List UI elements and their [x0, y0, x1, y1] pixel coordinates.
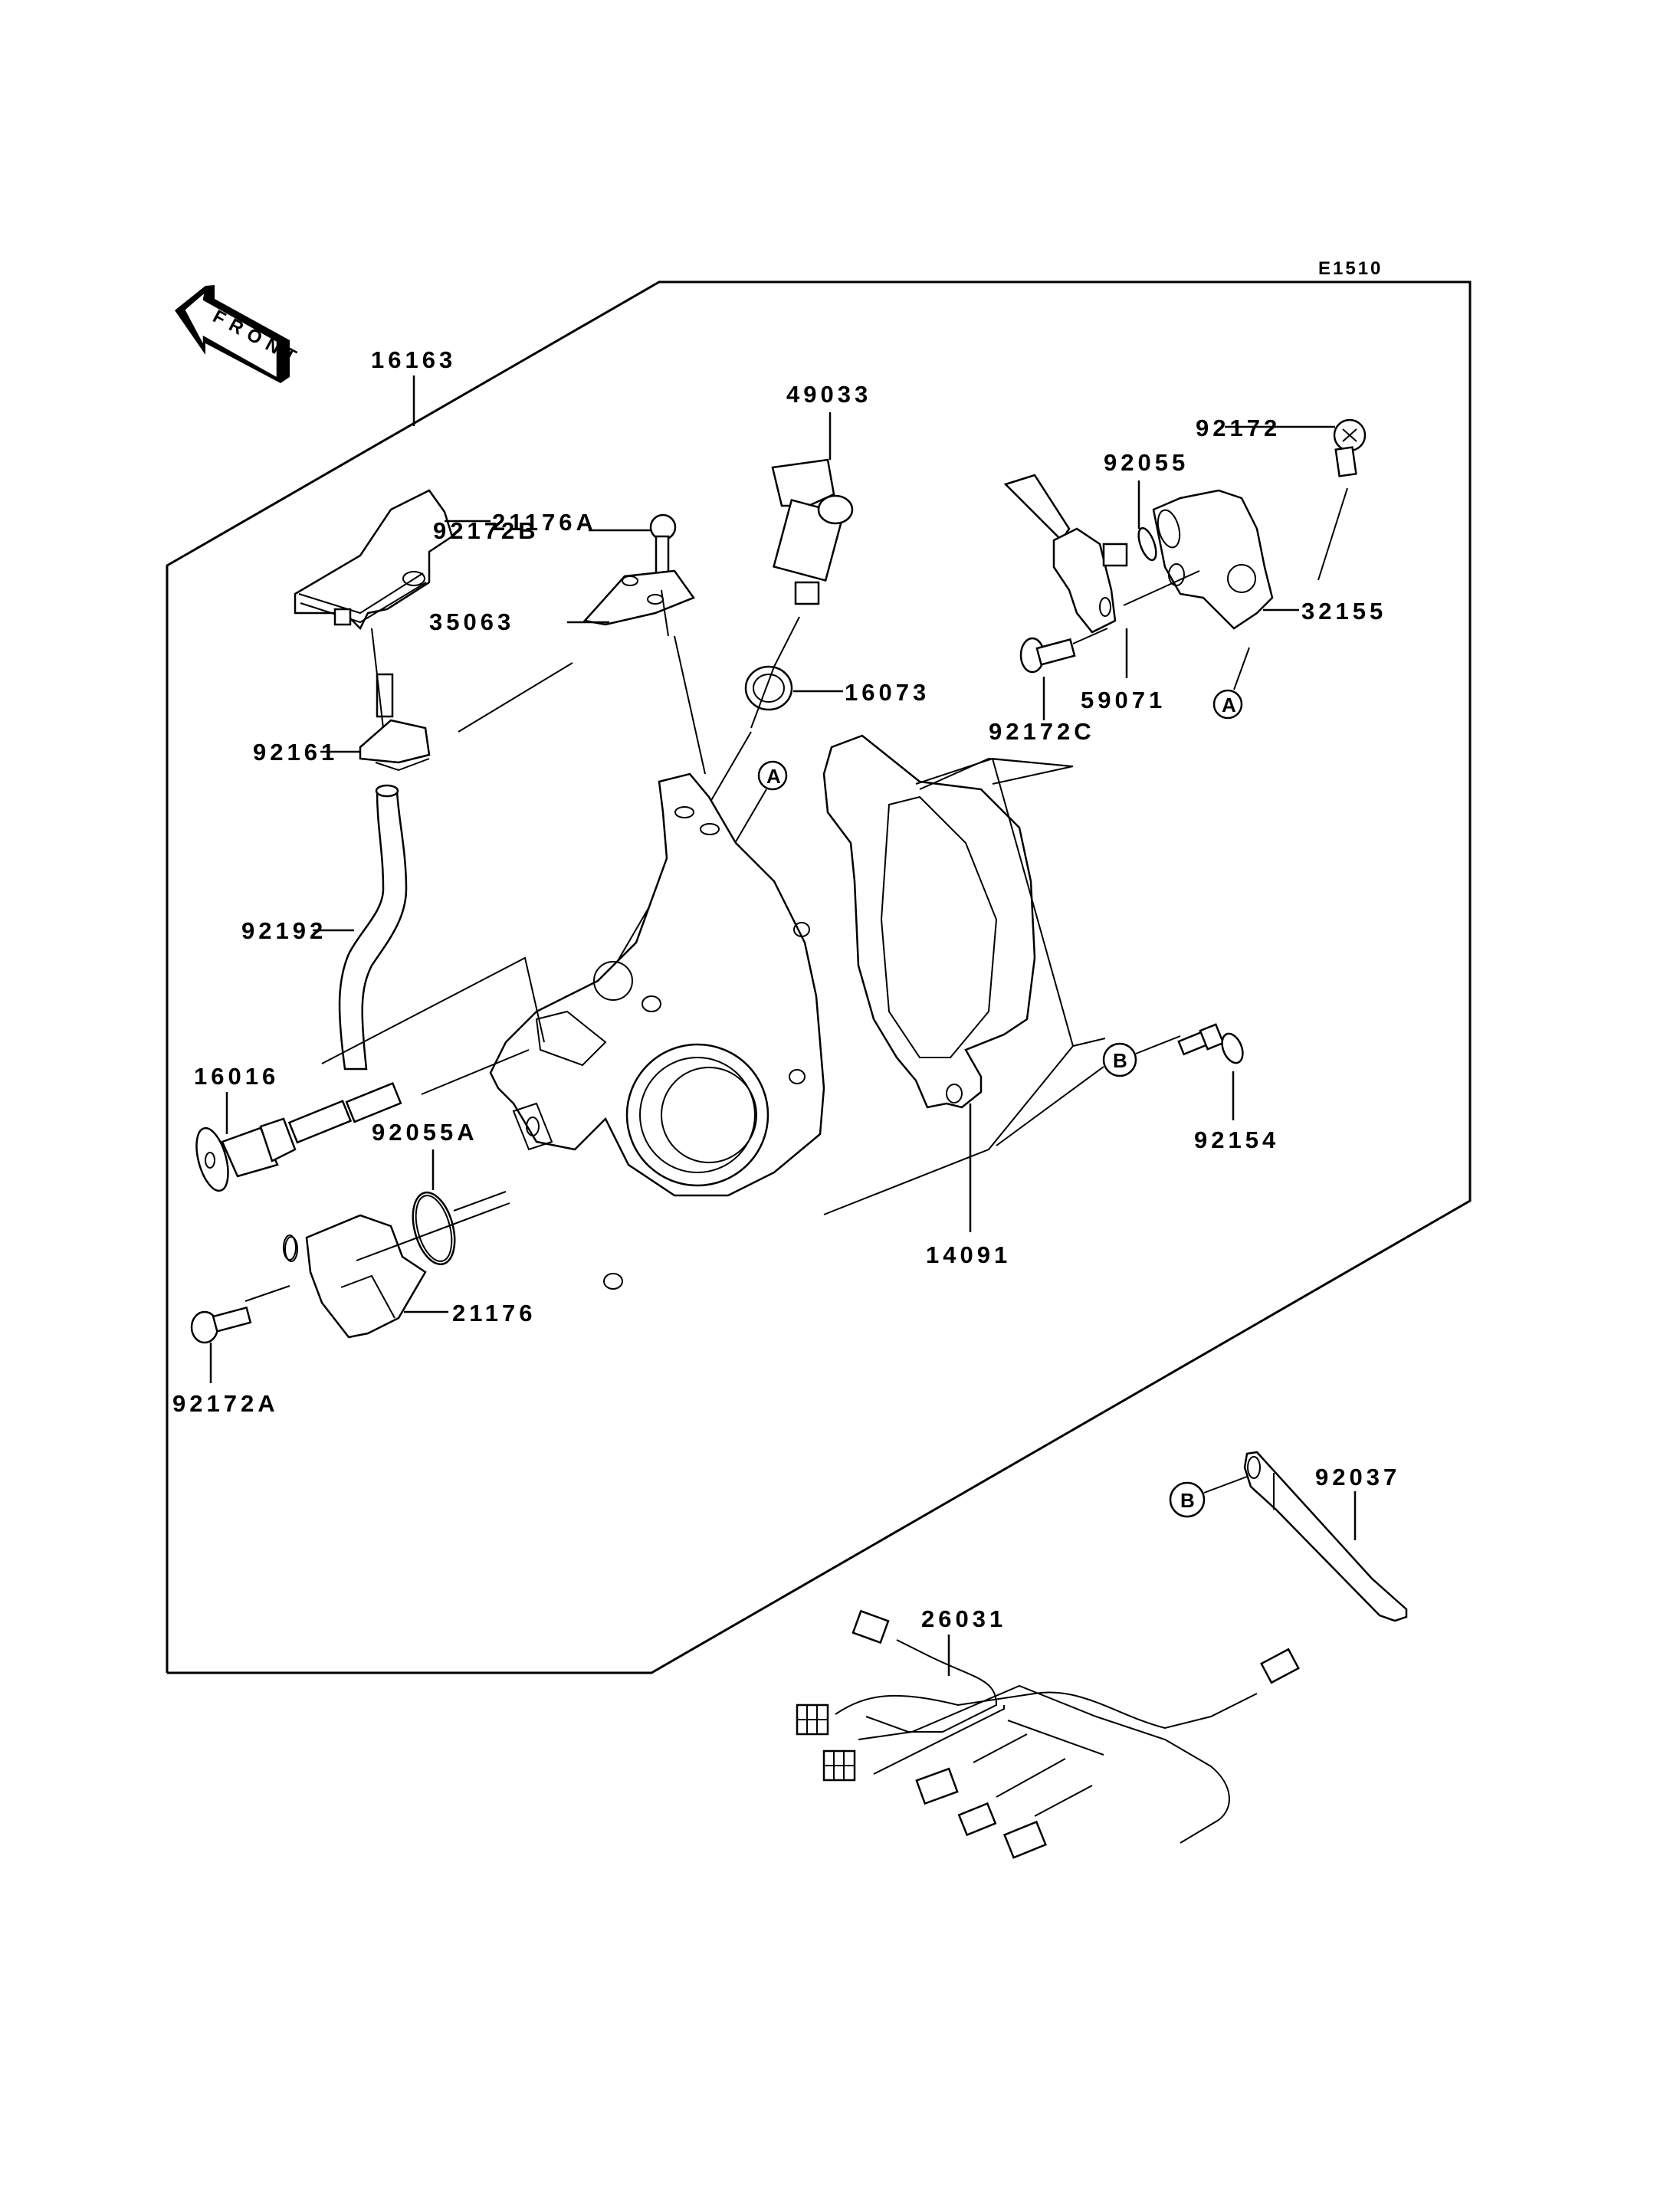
guide-line	[1135, 1035, 1181, 1054]
label-92055A: 92055A	[372, 1119, 478, 1146]
holder-32155	[1152, 489, 1274, 630]
guide-line	[996, 1066, 1104, 1146]
label-92192: 92192	[241, 917, 326, 944]
ref-circle-B-clamp: B	[1169, 1481, 1206, 1518]
label-26031: 26031	[921, 1605, 1006, 1632]
label-92172B: 92172B	[433, 517, 540, 544]
diagram-code: E1510	[1318, 258, 1383, 279]
oring-92055A	[412, 1191, 456, 1266]
pump-59071	[1003, 474, 1128, 634]
hose-92192	[338, 789, 408, 1071]
guide-line	[1317, 487, 1348, 581]
guide-line	[1123, 570, 1200, 606]
ref-circle-A: A	[1212, 689, 1243, 720]
screw-assy-16016	[195, 1082, 402, 1192]
seal-16073	[744, 665, 793, 711]
assembly-frame	[166, 280, 1472, 1674]
label-92172A: 92172A	[172, 1390, 279, 1417]
guide-line	[674, 635, 706, 775]
guide-line	[421, 1049, 530, 1095]
label-21176: 21176	[452, 1300, 536, 1326]
svg-text:B: B	[1180, 1489, 1195, 1512]
damper-92161	[359, 673, 431, 772]
label-92172C: 92172C	[989, 718, 1095, 745]
label-16073: 16073	[845, 679, 930, 706]
label-49033: 49033	[786, 381, 871, 408]
oring-92055	[1137, 526, 1157, 562]
label-14091: 14091	[926, 1241, 1011, 1268]
guide-line	[244, 1285, 290, 1302]
injector-49033	[771, 458, 854, 605]
screw-92172A	[190, 1306, 252, 1344]
bracket-35063	[582, 569, 695, 626]
guide-line	[1072, 628, 1108, 644]
guide-line	[823, 1045, 1074, 1215]
label-92037: 92037	[1315, 1464, 1400, 1490]
label-32155: 32155	[1301, 598, 1386, 625]
hose-end	[375, 784, 399, 798]
front-arrow-icon: FRONT	[175, 285, 306, 383]
label-16016: 16016	[194, 1063, 279, 1090]
throttle-body	[489, 772, 825, 1290]
screw-92172C	[1019, 637, 1076, 674]
label-92172: 92172	[1196, 415, 1281, 441]
cover-14091	[822, 734, 1036, 1109]
label-92154: 92154	[1194, 1126, 1279, 1153]
bolt-92154	[1177, 1023, 1244, 1064]
screw-92172	[1333, 418, 1367, 477]
guide-line	[1203, 1476, 1248, 1494]
guide-line	[750, 666, 775, 729]
label-59071: 59071	[1081, 687, 1166, 713]
guide-line	[773, 616, 800, 667]
ref-circle-B: B	[1102, 1042, 1137, 1077]
guide-line	[356, 1202, 510, 1261]
svg-text:B: B	[1113, 1049, 1127, 1072]
guide-line	[661, 589, 669, 637]
svg-text:A: A	[766, 765, 781, 788]
guide-line	[453, 1191, 507, 1212]
label-16163: 16163	[371, 346, 456, 373]
ref-circle-A-body: A	[757, 760, 788, 791]
label-92055: 92055	[1104, 449, 1189, 476]
label-35063: 35063	[429, 608, 514, 635]
guide-line	[371, 628, 384, 729]
harness-26031	[796, 1609, 1300, 1859]
clamp-92037	[1243, 1451, 1408, 1622]
svg-text:A: A	[1222, 694, 1236, 716]
label-21176A: 21176A	[492, 509, 597, 536]
guide-line	[1233, 647, 1250, 690]
oring-inner	[415, 1195, 453, 1262]
sensor-21176	[283, 1214, 427, 1339]
label-92161: 92161	[253, 739, 338, 766]
guide-line	[321, 956, 545, 1064]
guide-line	[458, 662, 573, 733]
sensor-21176A	[294, 489, 454, 631]
